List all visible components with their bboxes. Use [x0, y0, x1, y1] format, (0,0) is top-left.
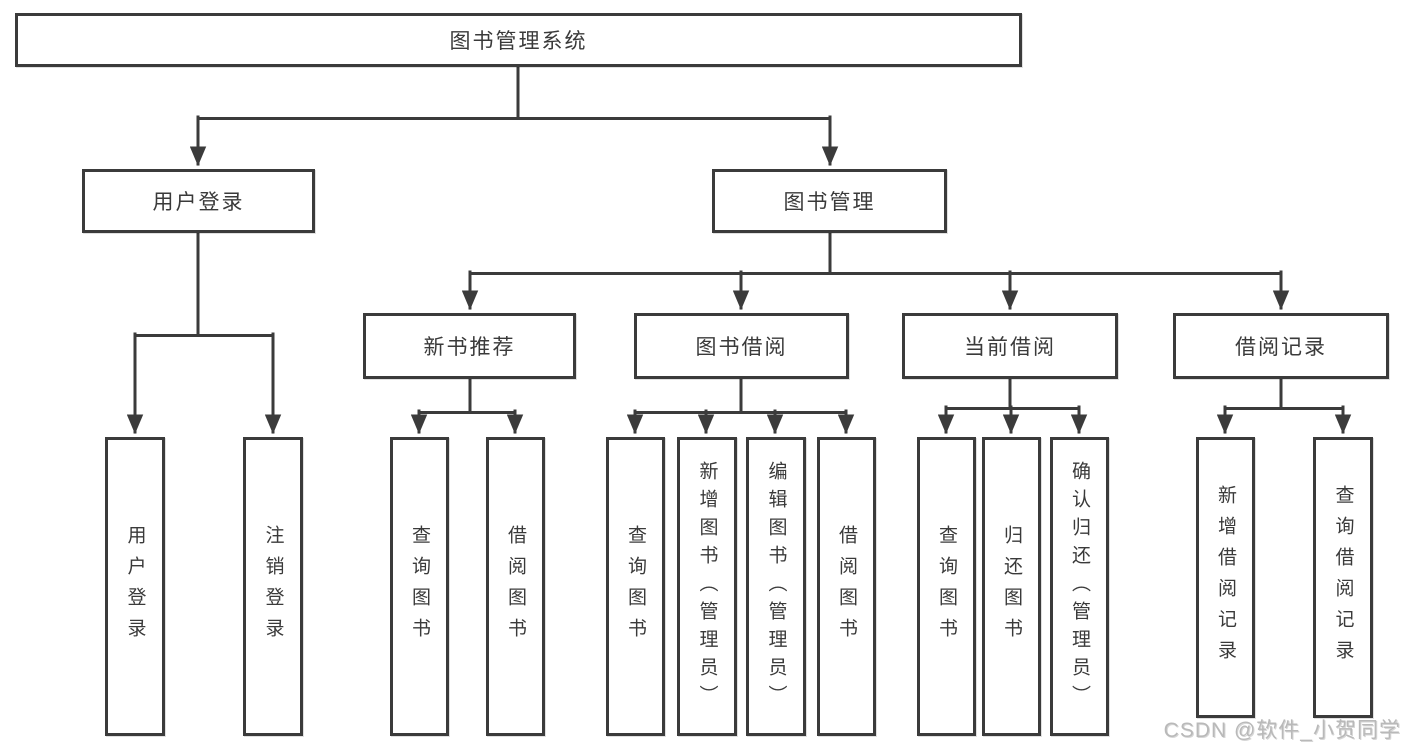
node-user-login-branch: 用户登录 — [82, 169, 315, 233]
node-book-borrowing: 图书借阅 — [634, 313, 849, 379]
leaf-add-borrow-record: 新增借阅记录 — [1196, 437, 1255, 718]
csdn-watermark: CSDN @软件_小贺同学 — [1163, 719, 1401, 742]
node-new-book-recommend: 新书推荐 — [363, 313, 576, 379]
leaf-borrow-books-recommend: 借阅图书 — [486, 437, 545, 736]
leaf-edit-books-admin: 编辑图书（管理员） — [746, 437, 806, 736]
node-root-system: 图书管理系统 — [15, 13, 1022, 67]
leaf-query-borrow-record: 查询借阅记录 — [1313, 437, 1373, 718]
node-current-borrowing: 当前借阅 — [902, 313, 1118, 379]
leaf-user-login: 用户登录 — [105, 437, 165, 736]
leaf-query-books-current: 查询图书 — [917, 437, 976, 736]
node-book-management-branch: 图书管理 — [712, 169, 947, 233]
leaf-query-books-borrowing: 查询图书 — [606, 437, 665, 736]
leaf-confirm-return-admin: 确认归还（管理员） — [1050, 437, 1109, 736]
node-borrowing-records: 借阅记录 — [1173, 313, 1389, 379]
leaf-return-books: 归还图书 — [982, 437, 1041, 736]
leaf-borrow-books: 借阅图书 — [817, 437, 876, 736]
leaf-logout: 注销登录 — [243, 437, 303, 736]
leaf-add-books-admin: 新增图书（管理员） — [677, 437, 737, 736]
leaf-query-books-recommend: 查询图书 — [390, 437, 449, 736]
